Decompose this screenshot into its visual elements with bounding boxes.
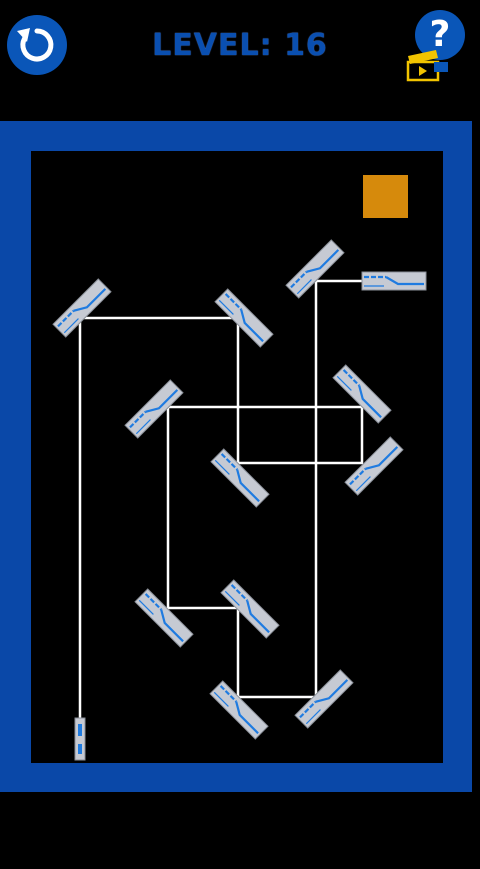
clapperboard-video-icon <box>406 50 448 82</box>
level-number: 16 <box>284 28 328 63</box>
laser-emitter[interactable] <box>74 717 86 761</box>
mirror[interactable] <box>293 668 355 730</box>
help-symbol: ? <box>429 14 451 55</box>
mirror[interactable] <box>133 587 195 649</box>
level-label: LEVEL: <box>152 28 273 63</box>
laser-beam <box>78 279 364 720</box>
mirror[interactable] <box>51 277 113 339</box>
mirror[interactable] <box>360 270 428 292</box>
target-box <box>363 175 408 218</box>
mirror[interactable] <box>123 378 185 440</box>
restart-button[interactable] <box>7 15 67 75</box>
question-mark-icon: ? <box>415 10 465 60</box>
help-button[interactable]: ? <box>406 10 470 82</box>
mirror[interactable] <box>209 447 271 509</box>
restart-arrow-icon <box>17 28 54 62</box>
mirror[interactable] <box>343 435 405 497</box>
level-title: LEVEL: 16 <box>0 28 480 63</box>
